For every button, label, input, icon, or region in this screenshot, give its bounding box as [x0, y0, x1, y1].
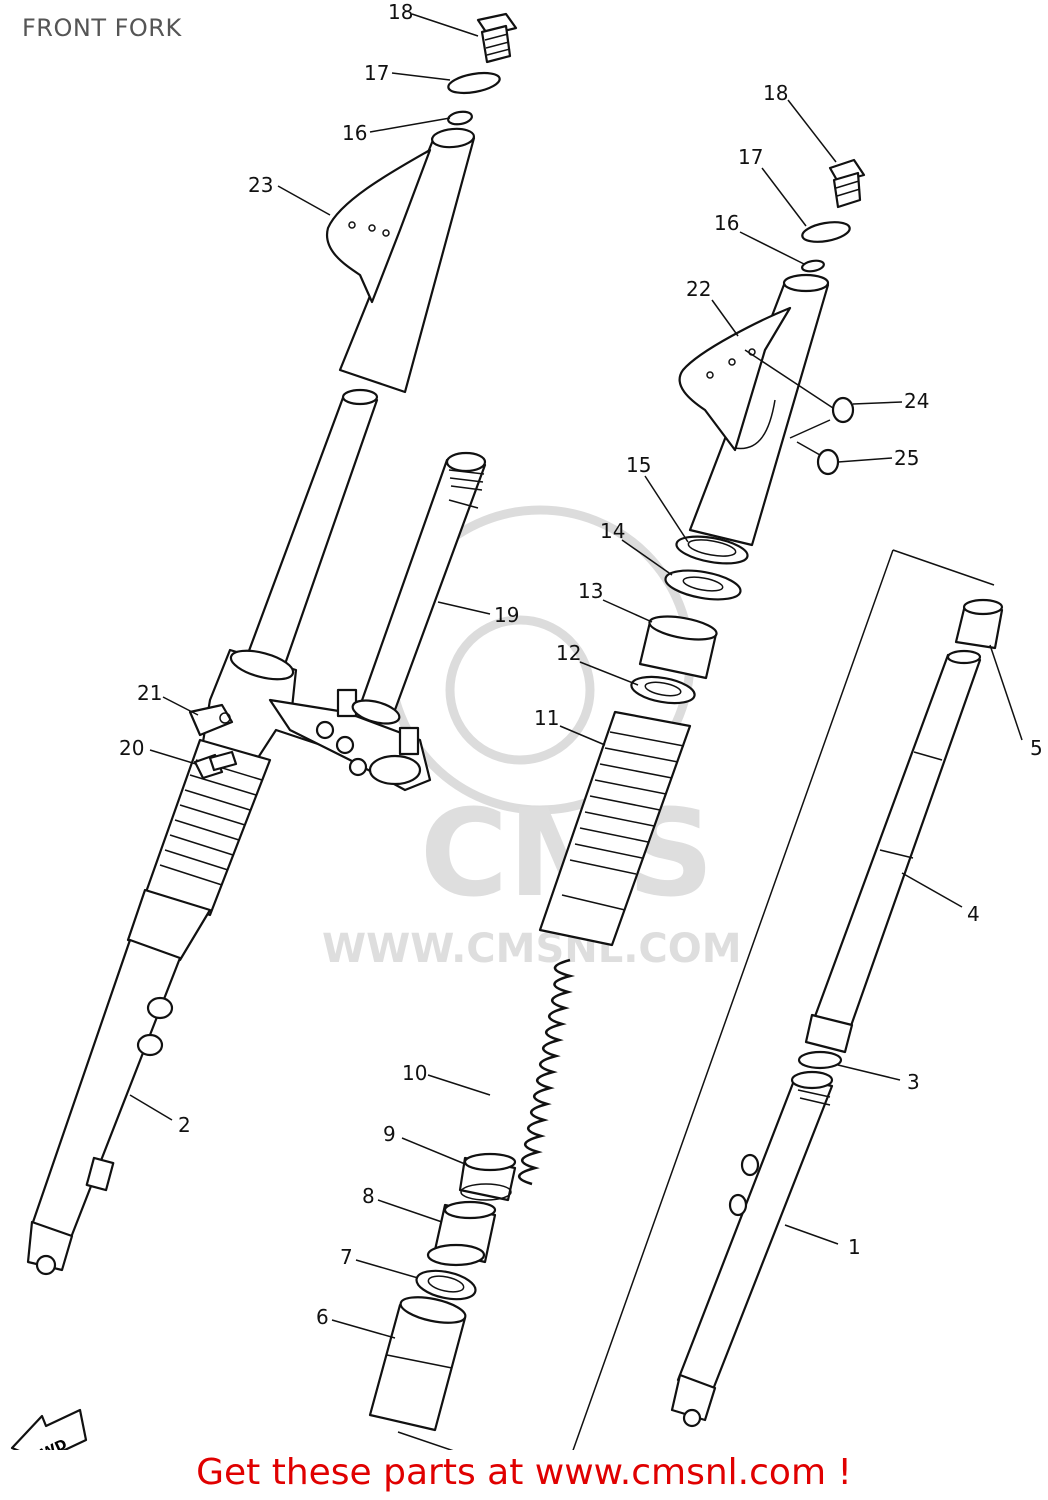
- callout-7: 7: [340, 1245, 353, 1269]
- bearing-15: [675, 535, 749, 565]
- callout-10: 10: [402, 1061, 427, 1085]
- outer-leg-1: [670, 1070, 834, 1428]
- triple-clamp-left: [198, 648, 337, 772]
- assembly-line: [397, 549, 995, 1450]
- callout-22: 22: [686, 277, 711, 301]
- callout-8: 8: [362, 1184, 375, 1208]
- bushing-13: [638, 615, 718, 680]
- spring-10: [517, 958, 576, 1186]
- footer-promo-link[interactable]: Get these parts at www.cmsnl.com !: [196, 1452, 852, 1493]
- callout-18-right: 18: [763, 81, 788, 105]
- center-bracket: [268, 688, 432, 792]
- callout-15: 15: [626, 453, 651, 477]
- bracket-23: [325, 148, 432, 304]
- callout-2: 2: [178, 1113, 191, 1137]
- callout-21: 21: [137, 681, 162, 705]
- inner-tube-19: [351, 451, 487, 725]
- washer-14: [664, 569, 742, 601]
- watermark-mascot-face: [445, 615, 595, 765]
- bushing-6: [368, 1296, 467, 1432]
- fwd-arrow-icon: [10, 1408, 88, 1450]
- page-title: FRONT FORK: [22, 14, 182, 42]
- callout-12: 12: [556, 641, 581, 665]
- callout-16-right: 16: [714, 211, 739, 235]
- callout-25: 25: [894, 446, 919, 470]
- callout-4: 4: [967, 902, 980, 926]
- cover-tube-right: [688, 273, 830, 547]
- bolt-18-left: [476, 12, 518, 64]
- callout-3: 3: [907, 1070, 920, 1094]
- clip-21: [188, 703, 234, 737]
- grommet-25: [816, 448, 840, 476]
- leader-lines: [129, 13, 1023, 1339]
- boot-11: [538, 710, 692, 947]
- seal-16-right: [801, 259, 825, 273]
- washer-17-left: [447, 71, 501, 95]
- fwd-direction-badge: FWD: [10, 1408, 88, 1450]
- tube-4: [804, 649, 982, 1054]
- callout-18-left: 18: [388, 0, 413, 24]
- piston-8: [426, 1200, 497, 1267]
- exploded-parts-diagram: CMS WWW.CMSNL.COM: [10, 0, 1043, 1450]
- watermark: CMS WWW.CMSNL.COM: [322, 505, 742, 972]
- grommet-leaders: [744, 349, 834, 456]
- callout-16-left: 16: [342, 121, 367, 145]
- callout-6: 6: [316, 1305, 329, 1329]
- ring-3: [797, 1050, 843, 1070]
- callout-24: 24: [904, 389, 929, 413]
- boot-left: [143, 738, 272, 917]
- lower-leg-left: [26, 888, 212, 1276]
- callout-19: 19: [494, 603, 519, 627]
- callout-20: 20: [119, 736, 144, 760]
- collar-9: [458, 1152, 517, 1202]
- callout-9: 9: [383, 1122, 396, 1146]
- callout-13: 13: [578, 579, 603, 603]
- callout-14: 14: [600, 519, 625, 543]
- seal-16-left: [447, 110, 473, 126]
- callout-23: 23: [248, 173, 273, 197]
- inner-tube-left: [238, 388, 379, 692]
- bracket-22: [678, 306, 792, 452]
- callout-5: 5: [1030, 736, 1043, 760]
- grommet-24: [831, 396, 855, 424]
- bolt-18-right: [828, 158, 866, 209]
- watermark-url: WWW.CMSNL.COM: [322, 926, 742, 972]
- callout-labels: 18 17 16 23 18 17 16 22 24 25 15 14 13 1…: [119, 0, 1043, 1329]
- washer-7: [415, 1269, 477, 1301]
- bushing-5: [954, 598, 1004, 650]
- seal-12: [630, 675, 696, 705]
- callout-11: 11: [534, 706, 559, 730]
- bolt-20: [193, 750, 238, 780]
- washer-17-right: [801, 221, 851, 243]
- callout-17-left: 17: [364, 61, 389, 85]
- callout-17-right: 17: [738, 145, 763, 169]
- callout-1: 1: [848, 1235, 861, 1259]
